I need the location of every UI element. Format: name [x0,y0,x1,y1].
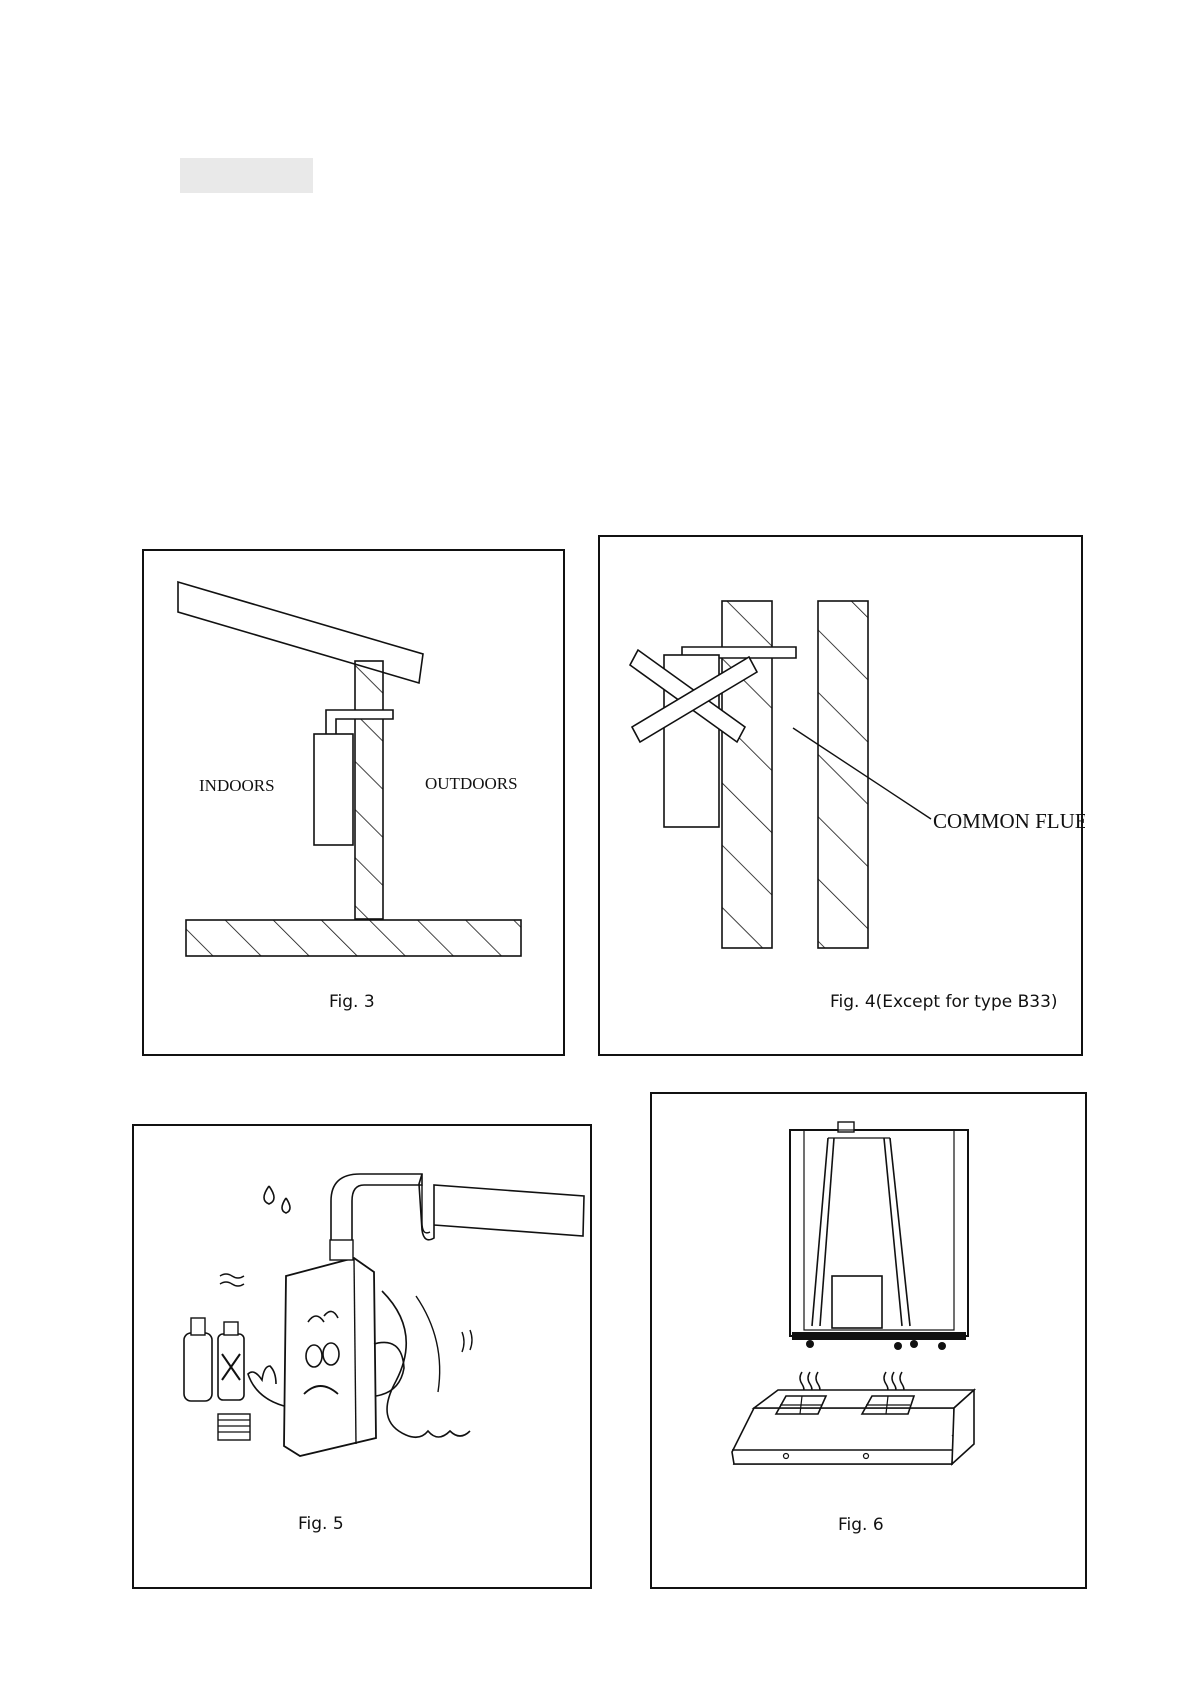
figure-3: INDOORS OUTDOORS Fig. 3 [142,549,565,1056]
fig5-drawing [134,1126,594,1591]
fig4-caption: Fig. 4(Except for type B33) [830,992,1058,1012]
figure-5: Fig. 5 [132,1124,592,1589]
figure-6: Fig. 6 [650,1092,1087,1589]
fig5-caption: Fig. 5 [298,1514,344,1534]
header-placeholder [180,158,313,193]
fig3-caption: Fig. 3 [329,992,375,1012]
fig3-drawing: INDOORS OUTDOORS [144,551,567,1058]
fig6-caption: Fig. 6 [838,1515,884,1535]
fig4-drawing: COMMON FLUE [600,537,1085,1058]
common-flue-label: COMMON FLUE [933,809,1085,833]
figure-4: COMMON FLUE Fig. 4(Except for type B33) [598,535,1083,1056]
indoors-label: INDOORS [199,776,275,795]
outdoors-label: OUTDOORS [425,774,518,793]
